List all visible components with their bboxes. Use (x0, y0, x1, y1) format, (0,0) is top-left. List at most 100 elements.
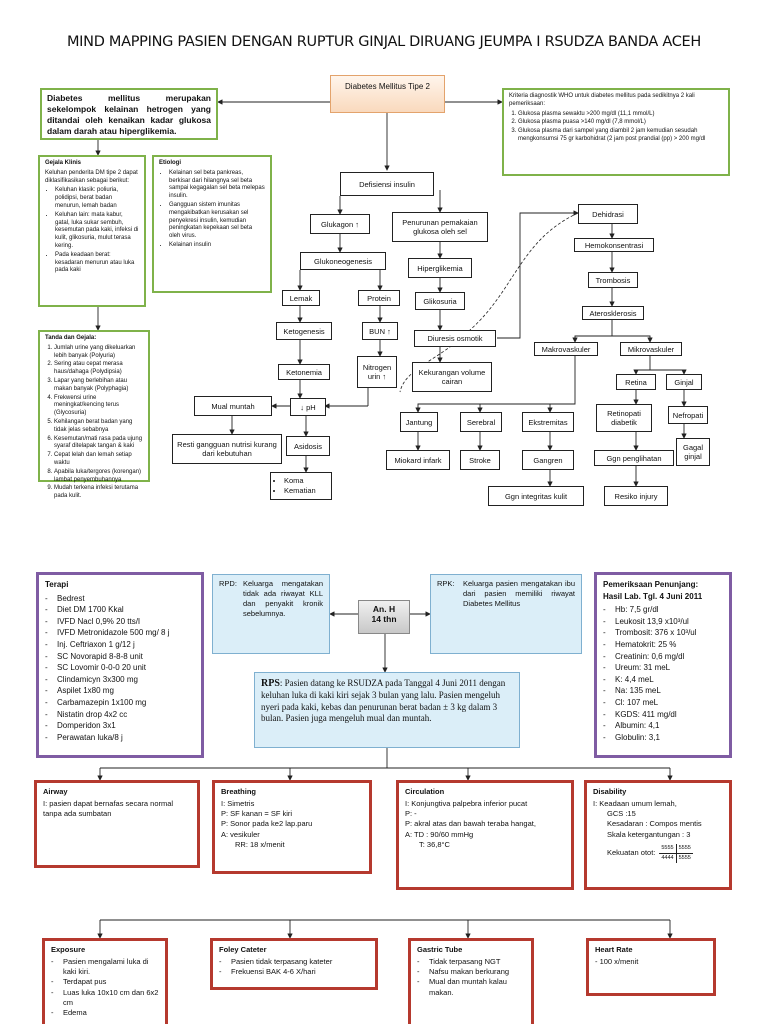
lab-item: Na: 135 meL (603, 685, 723, 697)
terapi-item: Aspilet 1x80 mg (45, 685, 195, 697)
gastric-title: Gastric Tube (417, 945, 463, 954)
lab-item: Creatinin: 0,6 mg/dl (603, 651, 723, 663)
koma-item: Kematian (284, 486, 316, 495)
node-glukagon: Glukagon ↑ (310, 214, 370, 234)
penunjang-subtitle: Hasil Lab. Tgl. 4 Juni 2011 (603, 591, 703, 601)
node-gagal-ginjal: Gagal ginjal (676, 438, 710, 466)
circulation-title: Circulation (405, 787, 445, 796)
node-ph: ↓ pH (290, 398, 326, 416)
node-miokard-infark: Miokard infark (386, 450, 450, 470)
lab-item: Leukosit 13,9 x10³/ul (603, 616, 723, 628)
circulation-line: T: 36,8°C (419, 839, 450, 849)
tanda-item: Lapar yang berlebihan atau makan banyak … (54, 378, 143, 394)
node-ketonemia: Ketonemia (278, 364, 330, 380)
kekuatan-cell: 4444 (659, 854, 677, 864)
node-retinopati: Retinopati diabetik (596, 404, 652, 432)
who-item: Glukosa plasma puasa >140 mg/dl (7,8 mmo… (518, 119, 723, 127)
tanda-item: Mudah terkena infeksi terutama pada kuli… (54, 485, 143, 501)
terapi-item: Nistatin drop 4x2 cc (45, 709, 195, 721)
terapi-item: IVFD Metronidazole 500 mg/ 8 j (45, 627, 195, 639)
tanda-list: Jumlah urine yang dikeluarkan lebih bany… (45, 345, 143, 501)
node-mual-muntah: Mual muntah (194, 396, 272, 416)
terapi-item: Clindamicyn 3x300 mg (45, 674, 195, 686)
definition-box: Diabetes mellitus merupakan sekelompok k… (40, 88, 218, 140)
node-jantung: Jantung (400, 412, 438, 432)
circulation-line: P: - (405, 809, 417, 819)
terapi-item: Bedrest (45, 593, 195, 605)
breathing-line: A: vesikuler (221, 829, 260, 839)
tanda-item: Frekwensi urine meningkat/kencing terus … (54, 395, 143, 418)
foley-box: Foley Cateter Pasien tidak terpasang kat… (210, 938, 378, 990)
tanda-item: Apabila luka/tergores (korengan) lambat … (54, 469, 143, 485)
node-bun: BUN ↑ (362, 322, 398, 340)
rpd-label: RPD: (219, 579, 237, 588)
foley-title: Foley Cateter (219, 945, 267, 954)
etiologi-list: Kelainan sel beta pankreas, berkisar dar… (159, 170, 265, 250)
koma-item: Koma (284, 476, 316, 485)
etiologi-item: Kelainan sel beta pankreas, berkisar dar… (169, 170, 265, 201)
terapi-item: SC Lovomir 0-0-0 20 unit (45, 662, 195, 674)
terapi-item: Perawatan luka/8 j (45, 732, 195, 744)
tanda-item: Kehilangan berat badan yang tidak jelas … (54, 419, 143, 435)
node-resti-nutrisi: Resti gangguan nutrisi kurang dari kebut… (172, 434, 282, 464)
etiologi-item: Kelainan insulin (169, 242, 265, 250)
lab-item: Hematokrit: 25 % (603, 639, 723, 651)
node-penurunan-pemakaian: Penurunan pemakaian glukosa oleh sel (392, 212, 488, 242)
node-serebral: Serebral (460, 412, 502, 432)
kekuatan-label: Kekuatan otot: (607, 848, 656, 858)
node-defisiensi-insulin: Defisiensi insulin (340, 172, 434, 196)
circulation-line: P: akral atas dan bawah teraba hangat, (405, 819, 536, 829)
rps-text: : Pasien datang ke RSUDZA pada Tanggal 4… (261, 678, 506, 724)
node-trombosis: Trombosis (588, 272, 638, 288)
node-koma-kematian: Koma Kematian (270, 472, 332, 500)
foley-item: Frekuensi BAK 4-6 X/hari (219, 967, 369, 977)
gastric-box: Gastric Tube Tidak terpasang NGT Nafsu m… (408, 938, 534, 1024)
koma-list: Koma Kematian (274, 476, 316, 496)
who-intro: Kriteria diagnostik WHO untuk diabetes m… (509, 93, 695, 107)
etiologi-title: Etiologi (159, 160, 181, 166)
gejala-title: Gejala Klinis (45, 160, 82, 166)
tanda-item: Sering atau cepat merasa haus/dahaga (Po… (54, 361, 143, 377)
disability-line: Kesadaran : Compos mentis (607, 819, 702, 829)
exposure-item: Terdapat pus (51, 977, 159, 987)
tanda-item: Cepat lelah dan lemah setiap waktu (54, 452, 143, 468)
penunjang-title: Pemeriksaan Penunjang: (603, 580, 699, 589)
disability-title: Disability (593, 787, 627, 796)
penunjang-list: Hb: 7,5 gr/dl Leukosit 13,9 x10³/ul Trom… (603, 604, 723, 743)
terapi-item: Inj. Ceftriaxon 1 g/12 j (45, 639, 195, 651)
node-resiko-injury: Resiko injury (604, 486, 668, 506)
node-retina: Retina (616, 374, 656, 390)
node-ekstremitas: Ekstremitas (522, 412, 574, 432)
node-hiperglikemia: Hiperglikemia (408, 258, 472, 278)
tanda-title: Tanda dan Gejala: (45, 335, 97, 341)
page-title: MIND MAPPING PASIEN DENGAN RUPTUR GINJAL… (66, 34, 702, 50)
gastric-list: Tidak terpasang NGT Nafsu makan berkuran… (417, 957, 525, 998)
node-protein: Protein (358, 290, 400, 306)
central-topic-label: Diabetes Mellitus Tipe 2 (345, 82, 430, 91)
breathing-line: RR: 18 x/menit (235, 839, 285, 849)
patient-label: An. H 14 thn (371, 604, 397, 624)
terapi-item: Domperidon 3x1 (45, 720, 195, 732)
gejala-item: Pada keadaan berat: kesadaran menurun at… (55, 252, 139, 275)
node-ggn-penglihatan: Ggn penglihatan (594, 450, 674, 466)
terapi-title: Terapi (45, 580, 69, 589)
node-diuresis-osmotik: Diuresis osmotik (414, 330, 496, 347)
node-nitrogen-urin: Nitrogen urin ↑ (357, 356, 397, 388)
exposure-list: Pasien mengalami luka di kaki kiri. Terd… (51, 957, 159, 1018)
tanda-item: Jumlah urine yang dikeluarkan lebih bany… (54, 345, 143, 361)
breathing-title: Breathing (221, 787, 257, 796)
heart-rate-box: Heart Rate - 100 x/menit (586, 938, 716, 996)
rpk-box: RPK:Keluarga pasien mengatakan ibu dari … (430, 574, 582, 654)
node-lemak: Lemak (282, 290, 320, 306)
exposure-item: Edema (51, 1008, 159, 1018)
terapi-item: SC Novorapid 8-8-8 unit (45, 651, 195, 663)
who-item: Glukosa plasma dari sampel yang diambil … (518, 128, 723, 144)
node-glukoneogenesis: Glukoneogenesis (300, 252, 386, 270)
node-glikosuria: Glikosuria (415, 292, 465, 310)
lab-item: Trombosit: 376 x 10³/ul (603, 627, 723, 639)
node-ginjal: Ginjal (666, 374, 702, 390)
node-asidosis: Asidosis (286, 436, 330, 456)
terapi-item: IVFD Nacl 0,9% 20 tts/I (45, 616, 195, 628)
kekuatan-cell: 5555 (676, 844, 693, 855)
node-ggn-integritas-kulit: Ggn integritas kulit (488, 486, 584, 506)
